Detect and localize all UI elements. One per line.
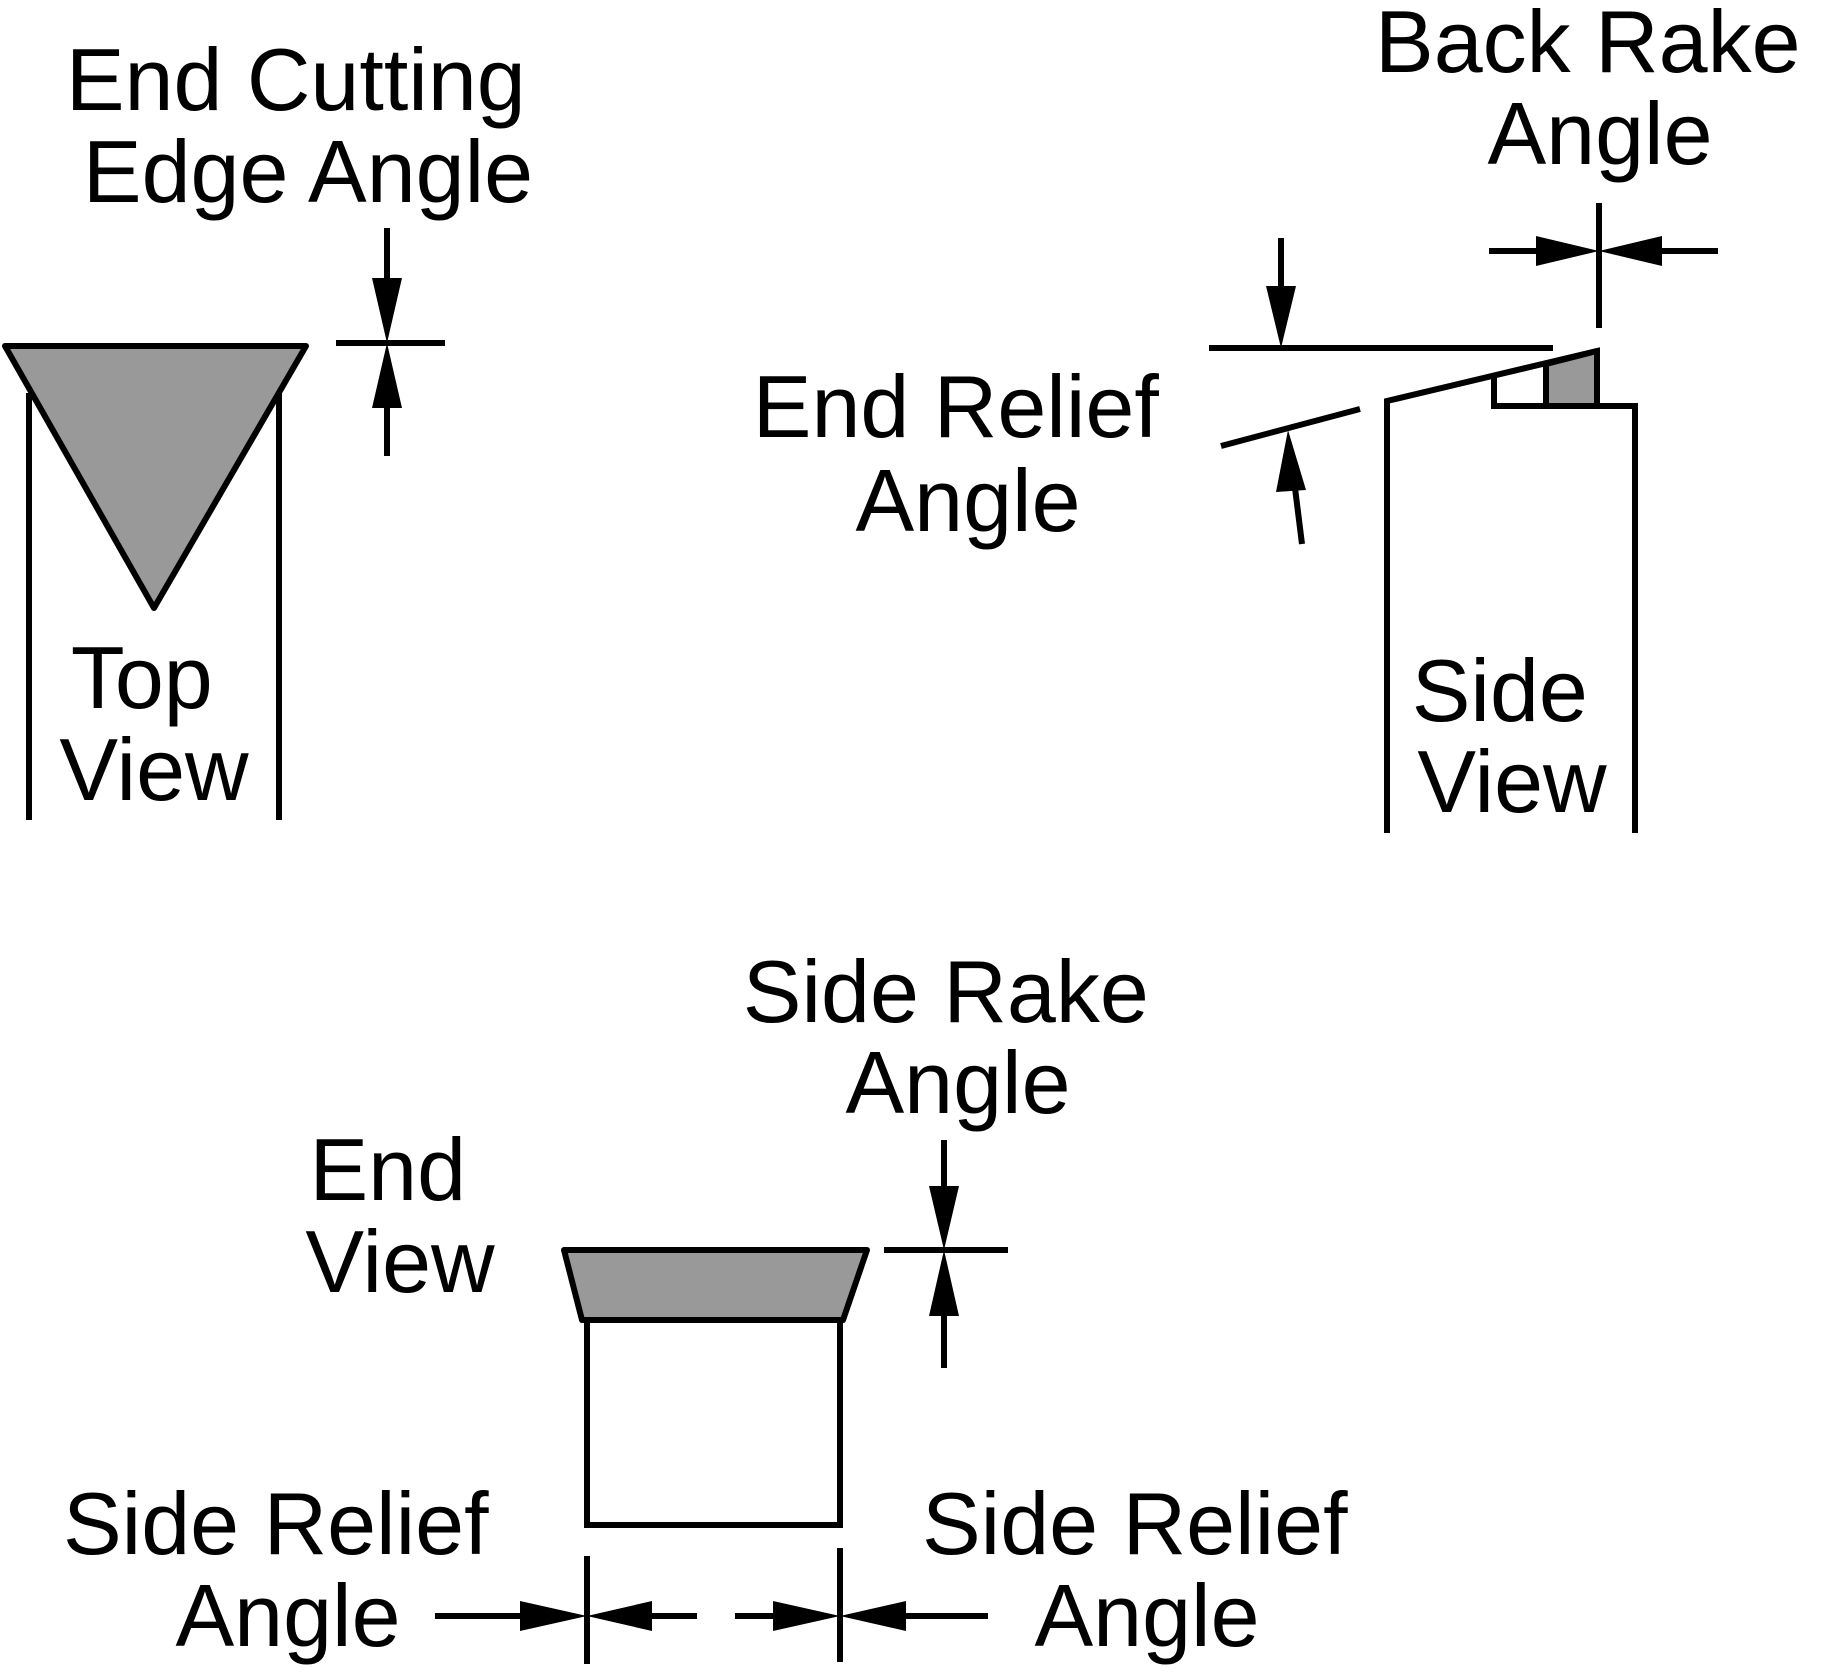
side-rake-angle-label: Side Rake Angle <box>743 942 1173 1132</box>
end-view-shank <box>584 1317 843 1528</box>
side-view: Side View <box>1209 345 1638 833</box>
side-relief-angle-left-label: Side Relief Angle <box>63 1474 513 1665</box>
side-rake-arrow-up-icon <box>929 1250 959 1316</box>
back-rake-arrow-right-icon <box>1536 236 1599 266</box>
end-view-cutting-tip <box>561 1247 870 1323</box>
end-relief-arrow-up-icon <box>1276 430 1306 492</box>
end-cutting-edge-angle-label: End Cutting Edge Angle <box>66 30 550 221</box>
end-relief-arrow-lower-shaft <box>1292 487 1305 545</box>
side-rake-arrow-down-icon <box>929 1186 959 1250</box>
back-rake-arrow-left-icon <box>1599 236 1662 266</box>
end-relief-arrow-down-icon <box>1266 286 1296 348</box>
end-cutting-edge-angle: End Cutting Edge Angle <box>66 30 550 456</box>
back-rake-angle-label: Back Rake Angle <box>1375 0 1825 183</box>
side-rake-angle: Side Rake Angle <box>743 942 1173 1368</box>
side-relief-right-arrow-right-icon <box>773 1601 840 1631</box>
side-view-rake-face <box>1543 348 1600 409</box>
end-relief-clearance-line <box>1220 406 1361 449</box>
side-relief-angle-right-label: Side Relief Angle <box>922 1474 1372 1665</box>
end-view: End View <box>305 1120 870 1528</box>
side-relief-left-arrow-right-icon <box>520 1601 587 1631</box>
end-view-label: End View <box>305 1120 495 1311</box>
end-cutting-edge-arrow-up-icon <box>372 343 402 408</box>
end-cutting-edge-arrow-down-icon <box>372 278 402 343</box>
end-relief-angle: End Relief Angle <box>753 238 1361 550</box>
top-view-label: Top View <box>59 628 249 819</box>
top-view: Top View <box>2 343 309 820</box>
side-relief-left-arrow-left-icon <box>587 1601 652 1631</box>
side-relief-angle-left: Side Relief Angle <box>63 1474 697 1665</box>
side-view-label: Side View <box>1412 641 1613 831</box>
back-rake-angle: Back Rake Angle <box>1375 0 1825 328</box>
top-view-cutting-tip <box>2 343 309 611</box>
side-relief-right-arrow-left-icon <box>840 1601 906 1631</box>
side-relief-angle-right: Side Relief Angle <box>735 1474 1372 1665</box>
end-relief-angle-label: End Relief Angle <box>753 357 1183 550</box>
